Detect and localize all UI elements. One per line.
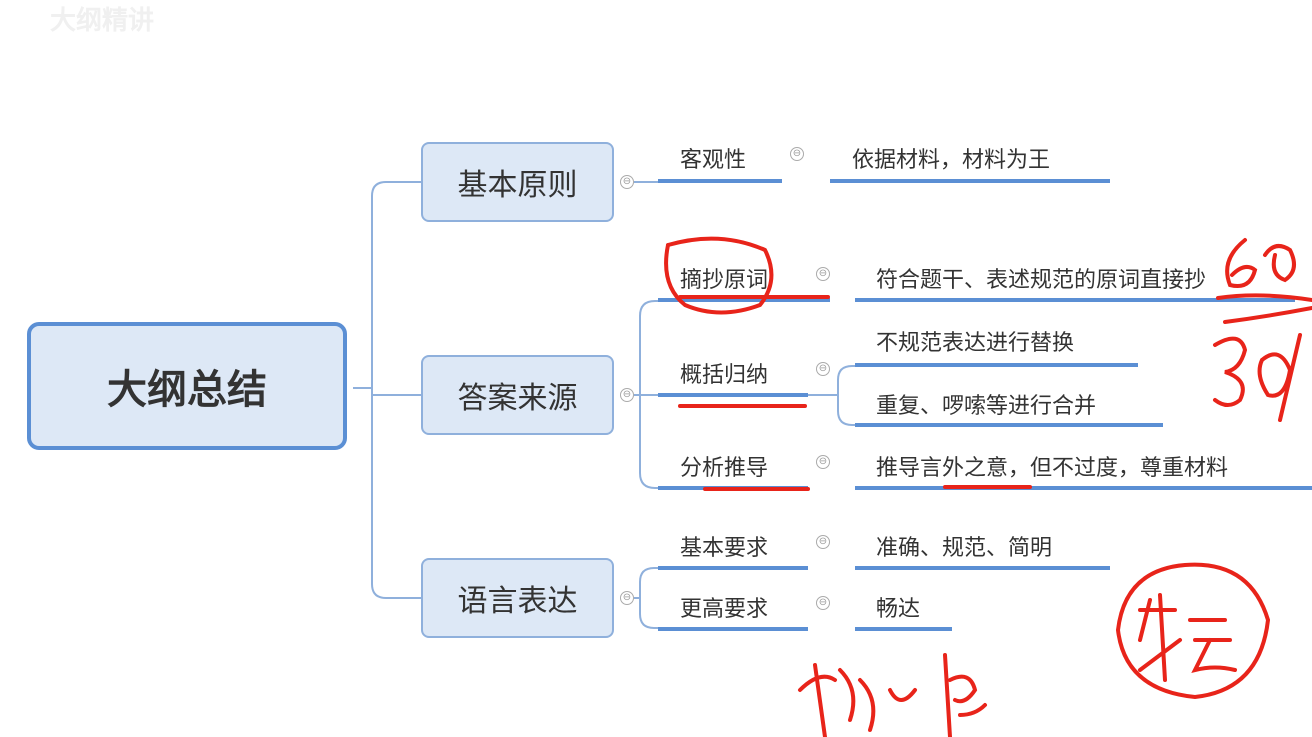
collapse-icon[interactable]: ⊖ bbox=[620, 175, 634, 189]
node-objectivity[interactable]: 客观性 bbox=[680, 148, 747, 173]
leaf-node[interactable]: 推导言外之意，但不过度，尊重材料 bbox=[876, 456, 1229, 481]
leaf-node[interactable]: 重复、啰嗦等进行合并 bbox=[876, 394, 1097, 419]
annotation-scribble bbox=[798, 653, 987, 737]
node-analysis[interactable]: 分析推导 bbox=[680, 456, 769, 481]
annotation-circle bbox=[664, 236, 774, 315]
collapse-icon[interactable]: ⊖ bbox=[790, 147, 804, 161]
underline bbox=[855, 298, 1295, 302]
annotation-thirty bbox=[1213, 333, 1302, 422]
underline bbox=[658, 566, 808, 570]
collapse-icon[interactable]: ⊖ bbox=[816, 596, 830, 610]
collapse-icon[interactable]: ⊖ bbox=[620, 591, 634, 605]
annotation-circle-short bbox=[1115, 562, 1271, 700]
node-higher-requirement[interactable]: 更高要求 bbox=[680, 597, 769, 622]
annotation-short-char bbox=[1138, 593, 1237, 682]
root-node[interactable]: 大纲总结 bbox=[27, 322, 347, 450]
underline bbox=[830, 179, 1110, 183]
collapse-icon[interactable]: ⊖ bbox=[816, 267, 830, 281]
underline bbox=[855, 423, 1163, 427]
node-language-expression[interactable]: 语言表达 bbox=[421, 558, 614, 638]
collapse-icon[interactable]: ⊖ bbox=[816, 455, 830, 469]
leaf-node[interactable]: 畅达 bbox=[876, 597, 921, 622]
collapse-icon[interactable]: ⊖ bbox=[816, 362, 830, 376]
root-connector bbox=[353, 181, 421, 599]
leaf-node[interactable]: 准确、规范、简明 bbox=[876, 536, 1053, 561]
node-summarize[interactable]: 概括归纳 bbox=[680, 363, 769, 388]
summary-connector bbox=[808, 365, 855, 426]
node-basic-principles[interactable]: 基本原则 bbox=[421, 142, 614, 222]
branch3-connector bbox=[634, 567, 658, 629]
underline bbox=[658, 393, 808, 397]
underline bbox=[658, 179, 782, 183]
collapse-icon[interactable]: ⊖ bbox=[620, 388, 634, 402]
collapse-icon[interactable]: ⊖ bbox=[816, 535, 830, 549]
annotation-arrow bbox=[1216, 293, 1312, 324]
node-excerpt[interactable]: 摘抄原词 bbox=[680, 268, 769, 293]
annotation-sixty bbox=[1225, 238, 1296, 288]
underline bbox=[855, 627, 952, 631]
underline bbox=[658, 627, 808, 631]
watermark: 大纲精讲 bbox=[50, 6, 155, 36]
node-answer-source[interactable]: 答案来源 bbox=[421, 355, 614, 435]
branch2-connector bbox=[634, 300, 658, 489]
underline bbox=[855, 486, 1312, 490]
underline bbox=[855, 363, 1138, 367]
underline bbox=[658, 298, 830, 302]
node-basic-requirement[interactable]: 基本要求 bbox=[680, 536, 769, 561]
leaf-node[interactable]: 依据材料，材料为王 bbox=[852, 148, 1051, 173]
leaf-node[interactable]: 符合题干、表述规范的原词直接抄 bbox=[876, 268, 1207, 293]
leaf-node[interactable]: 不规范表达进行替换 bbox=[876, 331, 1075, 356]
underline bbox=[855, 566, 1110, 570]
